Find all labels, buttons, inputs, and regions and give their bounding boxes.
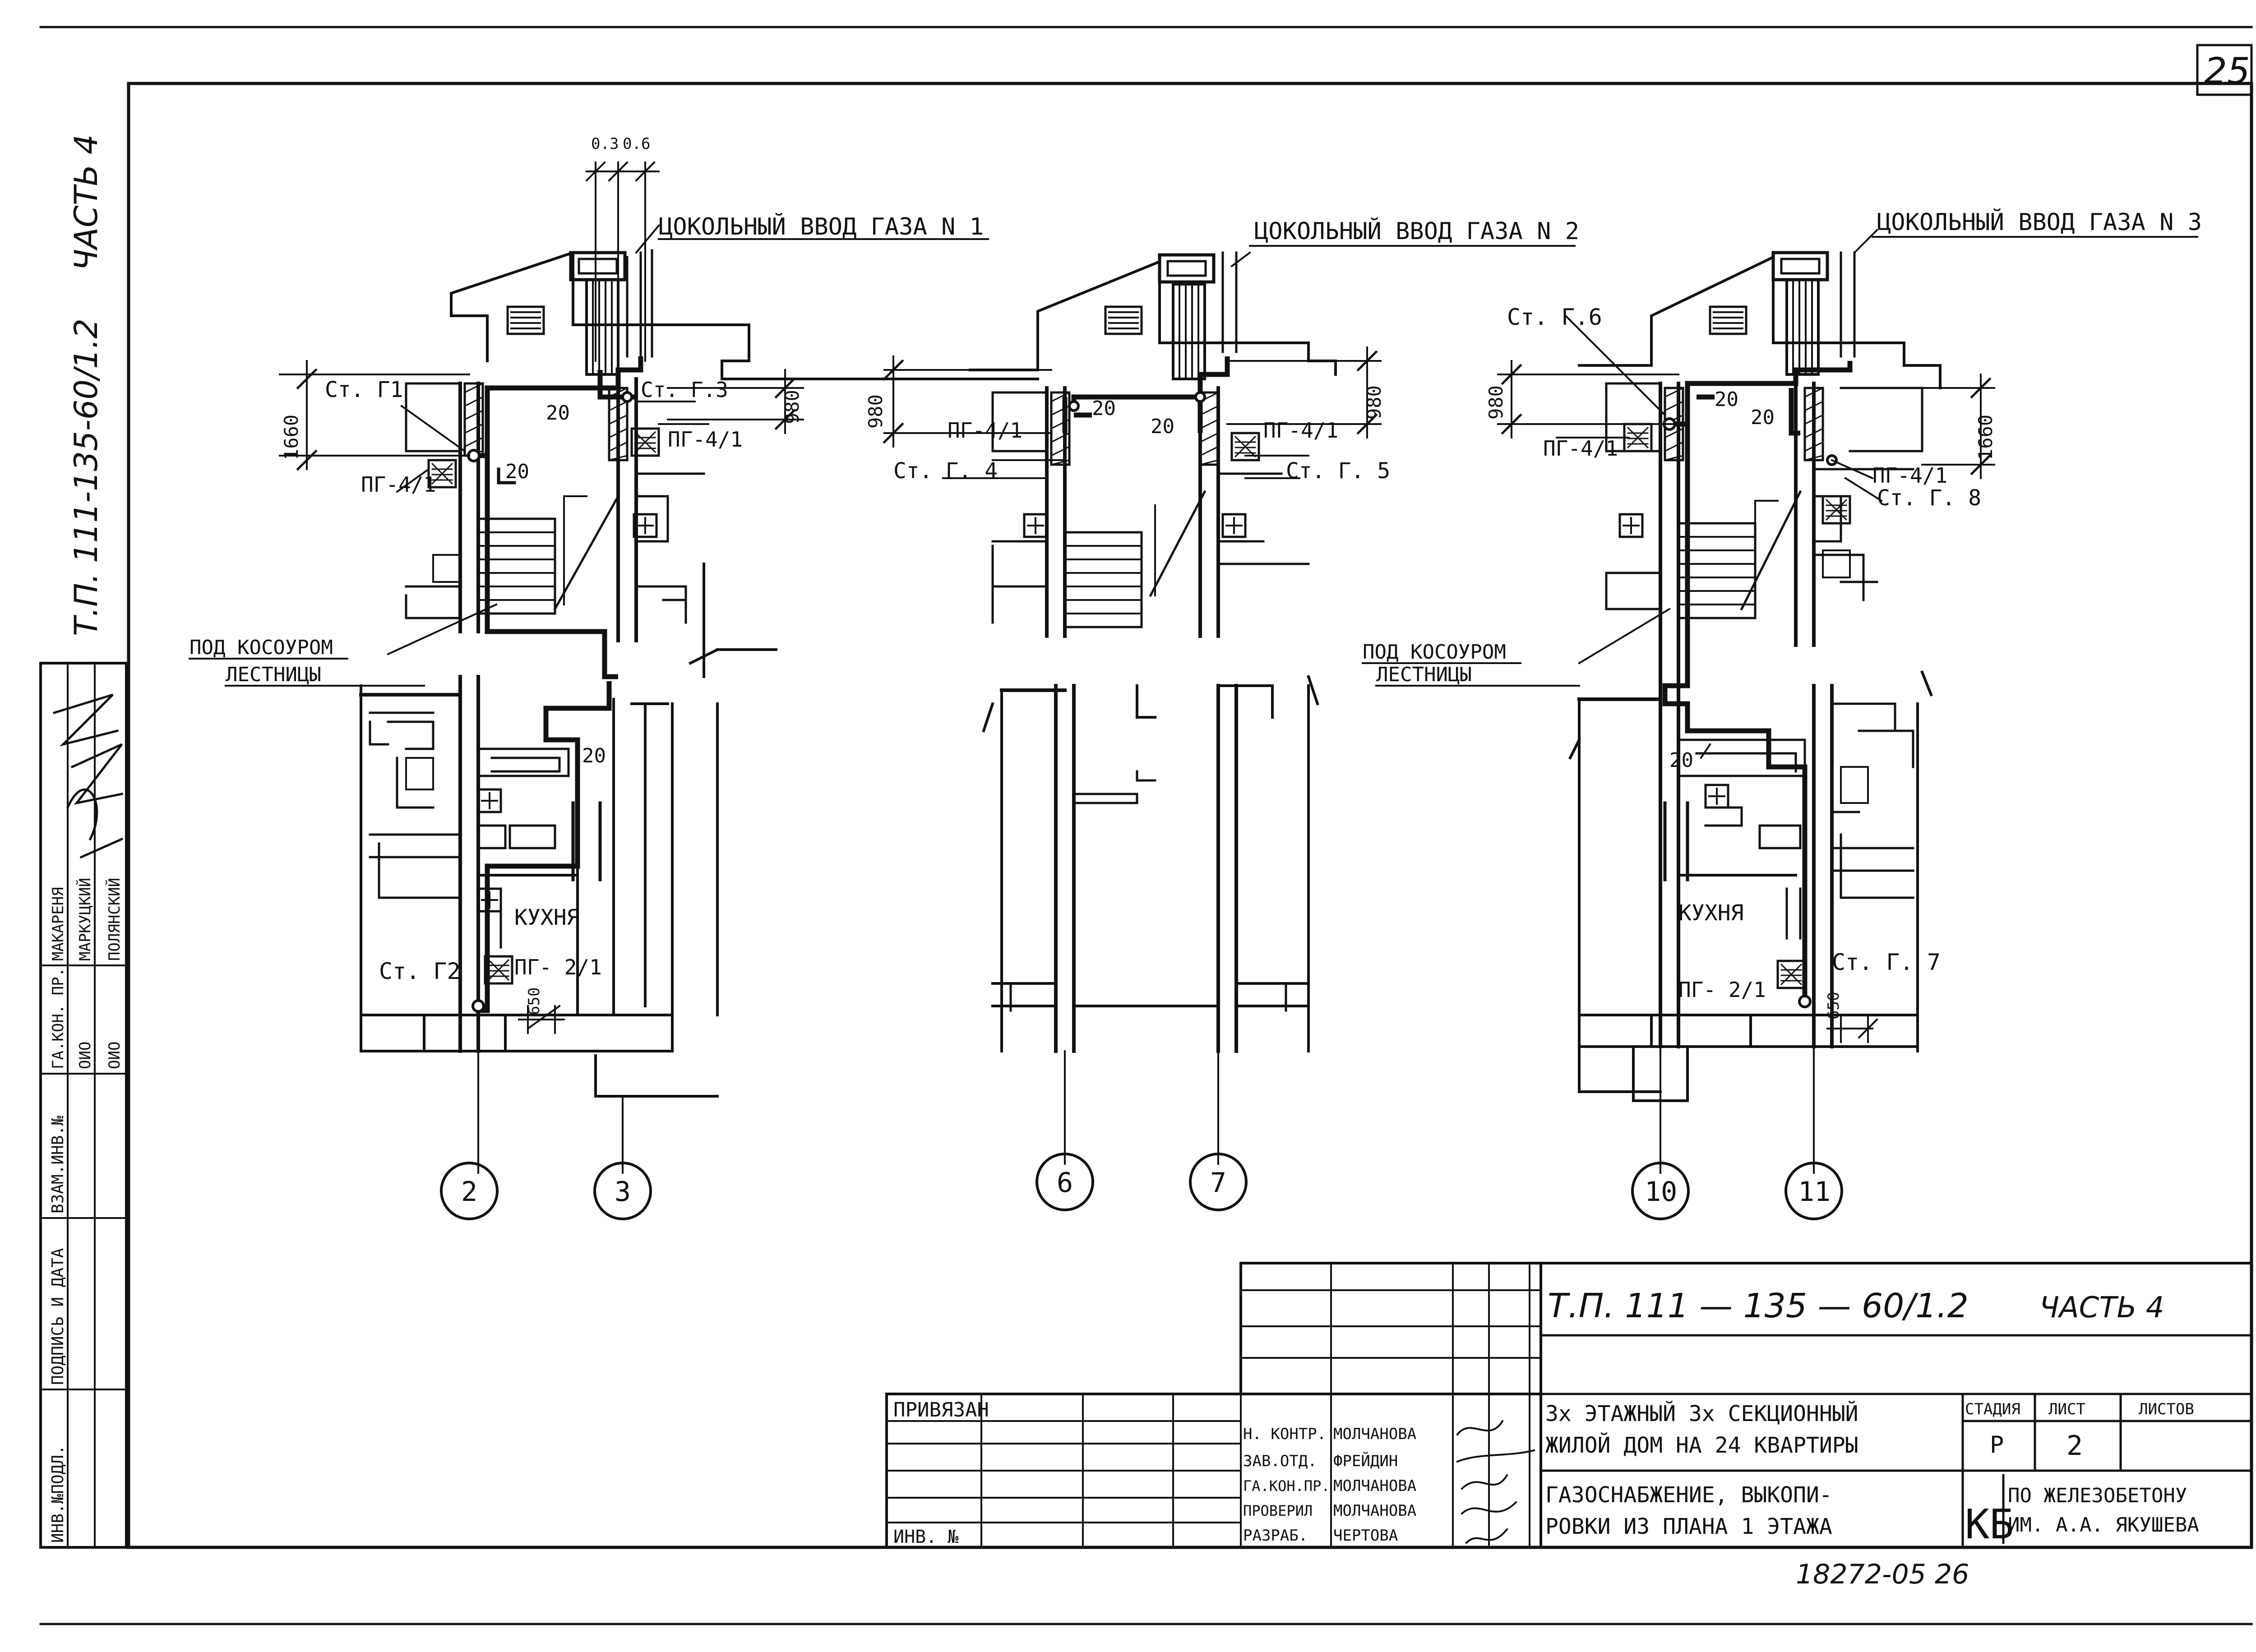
staff-role-2: ЗАВ.ОТД.: [1243, 1452, 1317, 1470]
staff-role-4: ПРОВЕРИЛ: [1243, 1502, 1313, 1519]
plan-1-stove-41b: ПГ-4/1: [668, 427, 743, 452]
bottom-number: 18272-05 26: [1796, 1559, 1969, 1590]
title-inv: ИНВ. №: [893, 1527, 959, 1547]
staff-name-4: МОЛЧАНОВА: [1333, 1502, 1416, 1520]
plan-1-kitchen: КУХНЯ: [514, 905, 580, 930]
plan-3-stove-21: ПГ- 2/1: [1678, 978, 1766, 1002]
side-stamp-role-1: ГА.КОН. ПР.: [49, 968, 67, 1069]
plan-2-riser-g4: Ст. Г. 4: [893, 458, 998, 484]
project-line-1: 3х ЭТАЖНЫЙ 3х СЕКЦИОННЫЙ: [1545, 1401, 1858, 1426]
stage-label: СТАДИЯ: [1965, 1400, 2020, 1418]
sheet-label: ЛИСТ: [2048, 1400, 2085, 1418]
plan-3-riser-g7: Ст. Г. 7: [1832, 949, 1941, 975]
plan-2: [883, 251, 1382, 1211]
axis-3: 3: [615, 1176, 631, 1208]
plan-1-dim-1660: 1660: [280, 415, 302, 460]
project-line-2: ЖИЛОЙ ДОМ НА 24 КВАРТИРЫ: [1545, 1432, 1858, 1458]
sheet-line-2: РОВКИ ИЗ ПЛАНА 1 ЭТАЖА: [1545, 1514, 1832, 1539]
plan-1-dim-06: 0.6: [623, 135, 650, 153]
plan-3: [1497, 229, 1995, 1220]
side-code: Т.П. 111-135-60/1.2: [68, 318, 105, 636]
plan-3-dim-1660: 1660: [1974, 415, 1997, 460]
plan-1-riser-g1: Ст. Г1: [325, 377, 403, 402]
side-part: ЧАСТЬ 4: [68, 134, 105, 271]
staff-role-5: РАЗРАБ.: [1243, 1527, 1308, 1545]
plan-3-stove-41b: ПГ-4/1: [1872, 463, 1947, 488]
plan-1-riser-g2: Ст. Г2: [379, 958, 461, 984]
plan-2-dim-20a: 20: [1092, 397, 1116, 420]
plan-2-input-label: ЦОКОЛЬНЫЙ ВВОД ГАЗА N 2: [1254, 217, 1579, 245]
plan-1-input-label: ЦОКОЛЬНЫЙ ВВОД ГАЗА N 1: [659, 213, 984, 240]
staff-name-2: ФРЕЙДИН: [1333, 1452, 1398, 1470]
title-privyazan: ПРИВЯЗАН: [893, 1398, 989, 1421]
staff-role-3: ГА.КОН.ПР.: [1243, 1477, 1330, 1495]
plan-2-dim-980a: 980: [864, 394, 887, 429]
staff-name-1: МОЛЧАНОВА: [1333, 1425, 1416, 1443]
plan-1-riser-g3: Ст. Г.3: [641, 378, 728, 402]
sheet-line-1: ГАЗОСНАБЖЕНИЕ, ВЫКОПИ-: [1545, 1482, 1832, 1508]
plan-2-stove-41b: ПГ-4/1: [1263, 418, 1338, 443]
axis-11: 11: [1798, 1176, 1831, 1208]
plan-1-under-stair-2: ЛЕСТНИЦЫ: [226, 663, 321, 686]
title-code: Т.П. 111 — 135 — 60/1.2: [1548, 1287, 1969, 1325]
side-stamp-name-1: МАКАРЕНЯ: [49, 887, 67, 961]
plan-2-dim-20b: 20: [1151, 415, 1174, 438]
sheet-number: 2: [2066, 1430, 2083, 1462]
plan-2-stove-41a: ПГ-4/1: [948, 418, 1022, 443]
plan-2-dim-980b: 980: [1363, 385, 1385, 420]
plan-3-kitchen: КУХНЯ: [1678, 900, 1744, 926]
org-mark: КБ: [1965, 1501, 2014, 1548]
plan-3-dim-20a: 20: [1715, 388, 1738, 411]
plan-1-dim-20c: 20: [582, 744, 606, 767]
stage-value: Р: [1990, 1431, 2004, 1458]
plan-3-under-stair-1: ПОД КОСОУРОМ: [1363, 641, 1506, 664]
axis-7: 7: [1210, 1167, 1226, 1199]
side-stamp-col-3: ИНВ.№ПОДЛ.: [49, 1445, 67, 1543]
side-stamp-col-2: ПОДПИСЬ И ДАТА: [49, 1248, 67, 1385]
staff-name-5: ЧЕРТОВА: [1333, 1527, 1398, 1545]
signatures: [1456, 1420, 1535, 1544]
plan-1-dim-650: 650: [525, 988, 543, 1015]
plan-2-riser-g5: Ст. Г. 5: [1286, 458, 1390, 484]
plan-3-dim-20b: 20: [1751, 406, 1775, 429]
plan-3-under-stair-2: ЛЕСТНИЦЫ: [1376, 663, 1472, 686]
side-stamp: [39, 662, 128, 1549]
org-line-2: ИМ. А.А. ЯКУШЕВА: [2008, 1514, 2199, 1537]
plan-3-dim-650: 650: [1825, 992, 1843, 1020]
plan-3-stove-41a: ПГ-4/1: [1543, 436, 1618, 461]
plan-1: [279, 161, 1039, 1220]
plan-1-stove-41a: ПГ-4/1: [361, 472, 436, 497]
sheets-label: ЛИСТОВ: [2139, 1400, 2194, 1418]
axis-2: 2: [461, 1176, 477, 1208]
page-number: 25: [2204, 50, 2250, 92]
org-line-1: ПО ЖЕЛЕЗОБЕТОНУ: [2008, 1484, 2187, 1507]
plan-1-dim-20a: 20: [546, 401, 570, 425]
plan-1-dim-980: 980: [781, 390, 803, 424]
plan-1-dim-03: 0.3: [591, 135, 619, 153]
side-stamp-col-1: ВЗАМ.ИНВ.№: [49, 1116, 67, 1214]
plan-1-dim-20b: 20: [505, 460, 529, 483]
plan-3-dim-980: 980: [1485, 385, 1507, 420]
plan-3-riser-g8: Ст. Г. 8: [1877, 485, 1981, 511]
side-stamp-name-2: МАРКУЦКИЙ: [76, 878, 94, 961]
staff-name-3: МОЛЧАНОВА: [1333, 1477, 1416, 1495]
side-stamp-name-3: ПОЛЯНСКИЙ: [105, 878, 124, 961]
plan-3-input-label: ЦОКОЛЬНЫЙ ВВОД ГАЗА N 3: [1877, 208, 2202, 236]
plan-1-under-stair-1: ПОД КОСОУРОМ: [190, 636, 333, 659]
title-block-grid: [885, 1262, 2253, 1549]
plan-1-stove-21: ПГ- 2/1: [514, 955, 602, 979]
side-stamp-role-3: ОИО: [106, 1042, 124, 1069]
plan-3-dim-20c: 20: [1669, 749, 1693, 772]
side-stamp-role-2: ОИО: [76, 1042, 94, 1069]
title-part: ЧАСТЬ 4: [2039, 1291, 2164, 1324]
axis-6: 6: [1057, 1167, 1073, 1199]
axis-10: 10: [1645, 1176, 1677, 1208]
staff-role-1: Н. КОНТР.: [1243, 1425, 1326, 1443]
plan-3-riser-g6: Ст. Г.6: [1507, 304, 1602, 330]
